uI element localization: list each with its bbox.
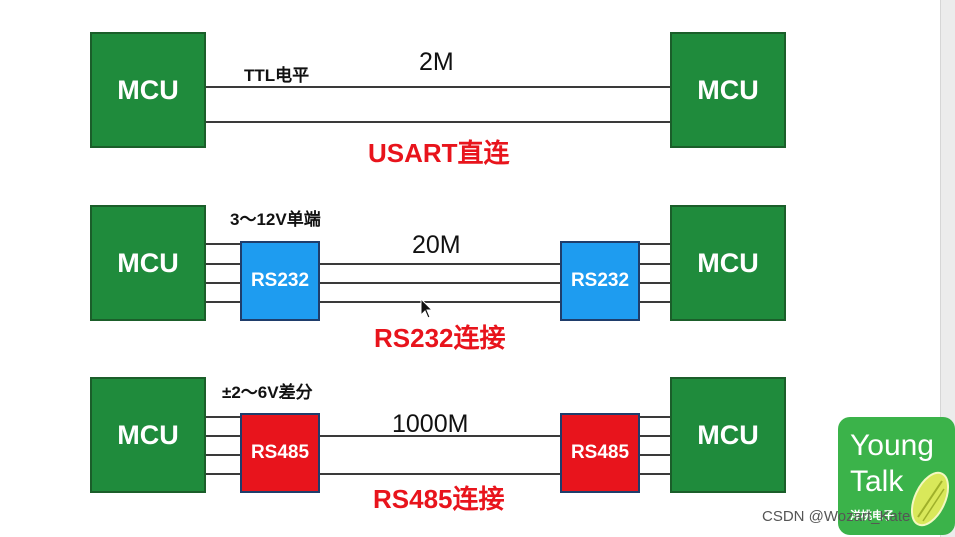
mcu-label: MCU [117, 247, 179, 278]
mcu-label: MCU [117, 419, 179, 450]
row1-left-mcu: MCU [90, 32, 206, 148]
row2-left-pin-3 [206, 282, 241, 284]
row2-wire-1 [320, 263, 560, 265]
row2-wire-3 [320, 301, 560, 303]
row2-left-mcu: MCU [90, 205, 206, 321]
row2-left-pin-1 [206, 243, 241, 245]
row3-left-pin-1 [206, 416, 241, 418]
mouse-cursor-icon [420, 298, 434, 319]
row2-title: RS232连接 [374, 323, 506, 353]
row3-right-pin-4 [638, 473, 670, 475]
logo-line2: Talk [850, 465, 904, 498]
row1-right-mcu: MCU [670, 32, 786, 148]
row1-wire-1 [206, 86, 670, 88]
row2-right-mcu: MCU [670, 205, 786, 321]
row3-right-rs485-chip: RS485 [560, 413, 640, 493]
chip-label: RS232 [250, 270, 310, 291]
watermark: CSDN @Wozart_Kate [762, 508, 911, 525]
row2-left-pin-2 [206, 263, 241, 265]
row3-right-pin-3 [638, 454, 670, 456]
row3-right-mcu: MCU [670, 377, 786, 493]
logo-line1: Young [850, 429, 934, 462]
row3-left-mcu: MCU [90, 377, 206, 493]
row3-title: RS485连接 [373, 484, 505, 514]
row2-left-rs232-chip: RS232 [240, 241, 320, 321]
row1-level-label: TTL电平 [244, 66, 310, 85]
row1-wire-2 [206, 121, 670, 123]
row2-speed: 20M [412, 231, 461, 259]
young-talk-logo: Young Talk 洋桃电子 [838, 417, 955, 535]
mcu-label: MCU [117, 74, 179, 105]
row3-right-pin-1 [638, 416, 670, 418]
mcu-label: MCU [697, 419, 759, 450]
row2-right-pin-1 [638, 243, 670, 245]
row1-speed: 2M [419, 48, 454, 76]
chip-label: RS232 [570, 270, 630, 291]
row2-right-rs232-chip: RS232 [560, 241, 640, 321]
row2-wire-2 [320, 282, 560, 284]
row3-speed: 1000M [392, 410, 469, 438]
row3-wire-2 [320, 473, 560, 475]
row3-left-pin-3 [206, 454, 241, 456]
logo-line3: 洋桃电子 [850, 510, 894, 522]
scrollbar[interactable] [940, 0, 955, 537]
row3-left-pin-4 [206, 473, 241, 475]
row3-level-label: ±2～6V差分 [222, 383, 313, 402]
row3-right-pin-2 [638, 435, 670, 437]
mcu-label: MCU [697, 74, 759, 105]
row2-level-label: 3～12V单端 [230, 210, 321, 229]
carambola-icon [910, 471, 950, 527]
chip-label: RS485 [250, 442, 310, 463]
row1-title: USART直连 [368, 138, 510, 168]
row2-right-pin-2 [638, 263, 670, 265]
row2-right-pin-3 [638, 282, 670, 284]
row2-left-pin-4 [206, 301, 241, 303]
row3-wire-1 [320, 435, 560, 437]
chip-label: RS485 [570, 442, 630, 463]
row2-right-pin-4 [638, 301, 670, 303]
mcu-label: MCU [697, 247, 759, 278]
row3-left-rs485-chip: RS485 [240, 413, 320, 493]
row3-left-pin-2 [206, 435, 241, 437]
